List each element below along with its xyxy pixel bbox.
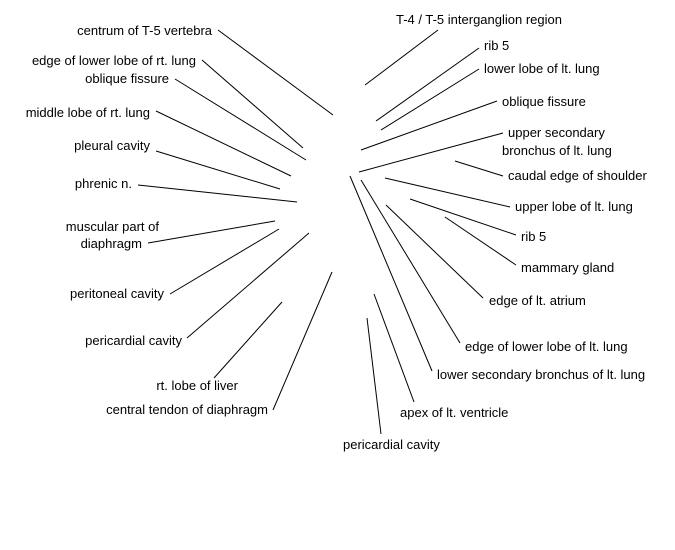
label-rib5-top: rib 5 bbox=[484, 38, 509, 53]
label-apex-lt-ventricle: apex of lt. ventricle bbox=[400, 405, 508, 420]
label-edge-lower-lobe-lt-lung: edge of lower lobe of lt. lung bbox=[465, 339, 628, 354]
label-rt-lobe-liver: rt. lobe of liver bbox=[156, 378, 238, 393]
leader-pericardial-cavity-left bbox=[186, 232, 310, 339]
leader-rt-lobe-liver bbox=[213, 301, 283, 379]
label-muscular-diaphragm-line1: muscular part of bbox=[66, 219, 160, 234]
leader-lower-secondary-bronchus bbox=[349, 175, 433, 372]
label-mammary-gland: mammary gland bbox=[521, 260, 614, 275]
leader-upper-secondary bbox=[358, 132, 504, 173]
label-upper-secondary-line2: bronchus of lt. lung bbox=[502, 143, 612, 158]
leader-rib5-top bbox=[375, 47, 480, 122]
leader-middle-lobe-rt-lung bbox=[155, 110, 292, 177]
label-caudal-edge-shoulder: caudal edge of shoulder bbox=[508, 168, 647, 183]
leader-edge-lower-lobe-lt-lung bbox=[360, 179, 461, 344]
leader-t4-t5-interganglion bbox=[364, 29, 439, 86]
leader-edge-lower-lobe-rt-lung bbox=[201, 59, 304, 149]
leader-apex-lt-ventricle bbox=[373, 293, 415, 403]
label-edge-lt-atrium: edge of lt. atrium bbox=[489, 293, 586, 308]
label-central-tendon-diaphragm: central tendon of diaphragm bbox=[106, 402, 268, 417]
label-oblique-fissure-left: oblique fissure bbox=[85, 71, 169, 86]
label-edge-lower-lobe-rt-lung: edge of lower lobe of rt. lung bbox=[32, 53, 196, 68]
label-rib5-bottom: rib 5 bbox=[521, 229, 546, 244]
label-pericardial-cavity-bottom: pericardial cavity bbox=[343, 437, 440, 452]
label-pericardial-cavity-left: pericardial cavity bbox=[85, 333, 182, 348]
label-upper-lobe-lt-lung: upper lobe of lt. lung bbox=[515, 199, 633, 214]
label-lower-secondary-bronchus: lower secondary bronchus of lt. lung bbox=[437, 367, 645, 382]
label-centrum-t5: centrum of T-5 vertebra bbox=[77, 23, 213, 38]
label-peritoneal-cavity: peritoneal cavity bbox=[70, 286, 164, 301]
leader-lower-lobe-lt-lung bbox=[380, 68, 480, 131]
leader-central-tendon-diaphragm bbox=[272, 271, 333, 411]
leader-centrum-t5 bbox=[217, 29, 334, 116]
leader-pleural-cavity bbox=[155, 150, 281, 190]
leader-phrenic-n bbox=[137, 184, 298, 203]
label-t4-t5-interganglion: T-4 / T-5 interganglion region bbox=[396, 12, 562, 27]
leader-mammary-gland bbox=[444, 216, 517, 266]
leader-oblique-fissure-left bbox=[174, 78, 307, 161]
leader-oblique-fissure-right bbox=[360, 100, 498, 151]
leader-rib5-bottom bbox=[409, 198, 517, 236]
label-upper-secondary-line1: upper secondary bbox=[508, 125, 605, 140]
label-pleural-cavity: pleural cavity bbox=[74, 138, 150, 153]
leader-peritoneal-cavity bbox=[169, 228, 280, 295]
leader-upper-lobe-lt-lung bbox=[384, 177, 511, 208]
leader-caudal-edge-shoulder bbox=[454, 160, 504, 177]
leader-pericardial-cavity-bottom bbox=[366, 317, 382, 435]
label-lower-lobe-lt-lung: lower lobe of lt. lung bbox=[484, 61, 600, 76]
label-oblique-fissure-right: oblique fissure bbox=[502, 94, 586, 109]
label-phrenic-n: phrenic n. bbox=[75, 176, 132, 191]
leader-edge-lt-atrium bbox=[385, 204, 484, 299]
leader-muscular-diaphragm bbox=[147, 220, 276, 244]
label-muscular-diaphragm-line2: diaphragm bbox=[81, 236, 142, 251]
label-middle-lobe-rt-lung: middle lobe of rt. lung bbox=[26, 105, 150, 120]
